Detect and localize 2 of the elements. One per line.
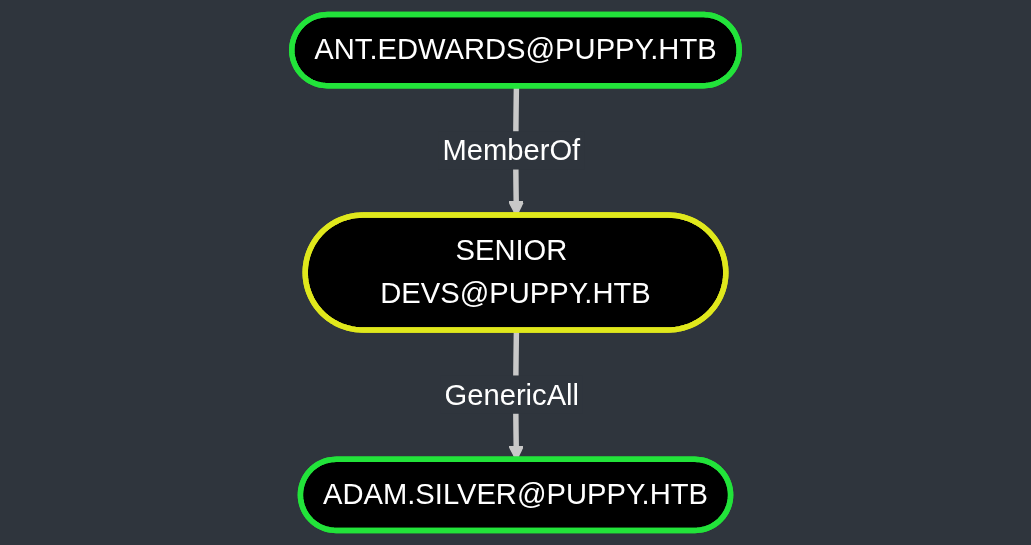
edge-label: GenericAll [444, 378, 580, 411]
edge-label: MemberOf [442, 134, 581, 167]
